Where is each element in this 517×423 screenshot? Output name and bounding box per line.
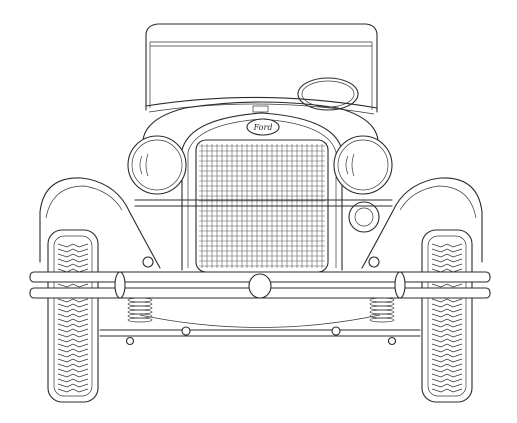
tire-right	[421, 229, 473, 403]
headlight-right	[333, 135, 393, 195]
headlight-left	[127, 135, 187, 195]
bumper	[29, 271, 491, 299]
tire-left	[47, 229, 99, 403]
spring-perch	[142, 256, 380, 268]
side-lamp	[348, 201, 380, 233]
ford-badge: Ford	[246, 118, 280, 136]
fender-right	[361, 177, 483, 269]
cowl	[142, 96, 379, 141]
roof	[145, 23, 378, 113]
headlight-bar	[134, 199, 393, 207]
badge-text: Ford	[253, 123, 273, 132]
front-axle	[99, 297, 421, 346]
fender-left	[39, 177, 161, 269]
steering-wheel	[297, 77, 359, 111]
